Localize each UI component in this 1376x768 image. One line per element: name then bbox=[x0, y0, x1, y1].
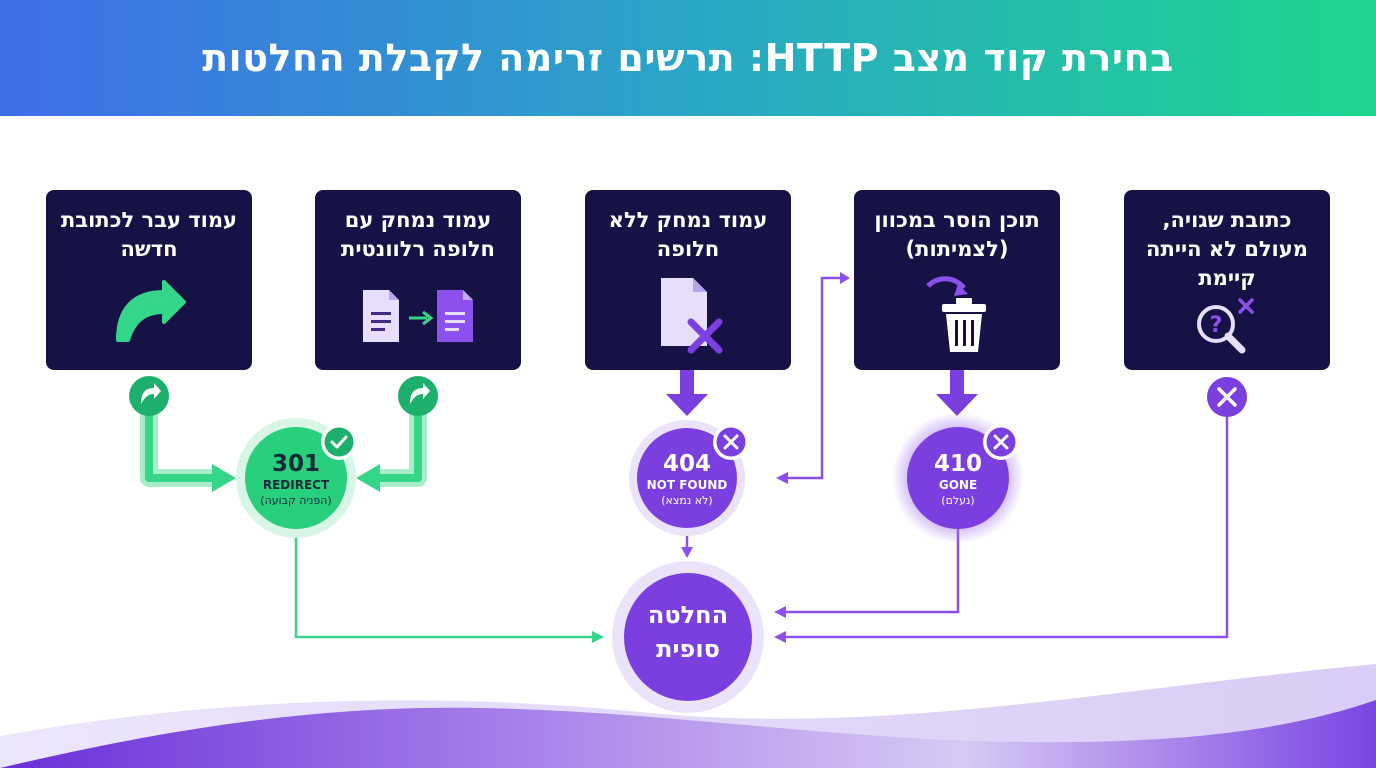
node-410-sub: (נעלם) bbox=[941, 494, 975, 507]
connector-deleted-alt-to-301 bbox=[356, 410, 427, 492]
connector-404-loop bbox=[776, 272, 850, 484]
card-moved: עמוד עבר לכתובת חדשה bbox=[46, 190, 252, 370]
final-decision-label: החלטה סופית bbox=[647, 601, 729, 663]
card-title-deleted-alt: עמוד נמחק עם חלופה רלוונטית bbox=[341, 208, 495, 261]
connector-410-to-final bbox=[782, 528, 960, 614]
node-410-status: GONE bbox=[938, 478, 978, 492]
svg-text:?: ? bbox=[1210, 313, 1223, 338]
search-question-icon: ? bbox=[1197, 298, 1254, 354]
connector-removed-to-410 bbox=[936, 370, 978, 416]
node-404-code: 404 bbox=[662, 451, 711, 477]
trash-icon bbox=[926, 276, 986, 352]
card-title-deleted-noalt: עמוד נמחק ללא חלופה bbox=[608, 208, 768, 261]
card-deleted-noalt: עמוד נמחק ללא חלופה bbox=[585, 190, 791, 370]
redirect-badge-icon-1 bbox=[129, 376, 169, 416]
node-404-text: 404 NOT FOUND (לא נמצא) bbox=[637, 451, 737, 509]
connector-deleted-noalt-to-404 bbox=[666, 370, 708, 416]
node-410-code: 410 bbox=[933, 451, 982, 477]
redirect-badge-icon-2 bbox=[398, 376, 438, 416]
header-banner: בחירת קוד מצב HTTP: תרשים זרימה לקבלת הח… bbox=[0, 0, 1376, 116]
node-final bbox=[612, 561, 764, 713]
document-delete-icon bbox=[661, 278, 723, 354]
node-301-sub: (הפניה קבועה) bbox=[260, 494, 332, 507]
connector-never-to-final bbox=[782, 417, 1229, 639]
connector-301-to-final bbox=[294, 534, 596, 639]
connector-moved-to-301 bbox=[140, 410, 236, 492]
card-removed: תוכן הוסר במכוון (לצמיתות) bbox=[854, 190, 1060, 370]
card-never: כתובת שגויה, מעולם לא הייתה קיימת ? bbox=[1124, 190, 1330, 370]
node-410-text: 410 GONE (נעלם) bbox=[908, 451, 1008, 509]
check-icon bbox=[324, 427, 354, 457]
node-301-text: 301 REDIRECT (הפניה קבועה) bbox=[246, 451, 346, 509]
card-title-never: כתובת שגויה, מעולם לא הייתה קיימת bbox=[1146, 208, 1308, 290]
node-404-status: NOT FOUND bbox=[646, 478, 728, 492]
node-301-code: 301 bbox=[271, 451, 320, 477]
page-title: בחירת קוד מצב HTTP: תרשים זרימה לקבלת הח… bbox=[202, 36, 1174, 80]
card-title-moved: עמוד עבר לכתובת חדשה bbox=[60, 208, 238, 261]
card-deleted-alt: עמוד נמחק עם חלופה רלוונטית bbox=[315, 190, 521, 370]
node-301-status: REDIRECT bbox=[262, 478, 330, 492]
redirect-arrow-icon bbox=[116, 280, 186, 342]
card-title-removed: תוכן הוסר במכוון (לצמיתות) bbox=[874, 208, 1040, 261]
document-to-document-icon bbox=[363, 290, 473, 342]
node-404-sub: (לא נמצא) bbox=[661, 494, 713, 507]
